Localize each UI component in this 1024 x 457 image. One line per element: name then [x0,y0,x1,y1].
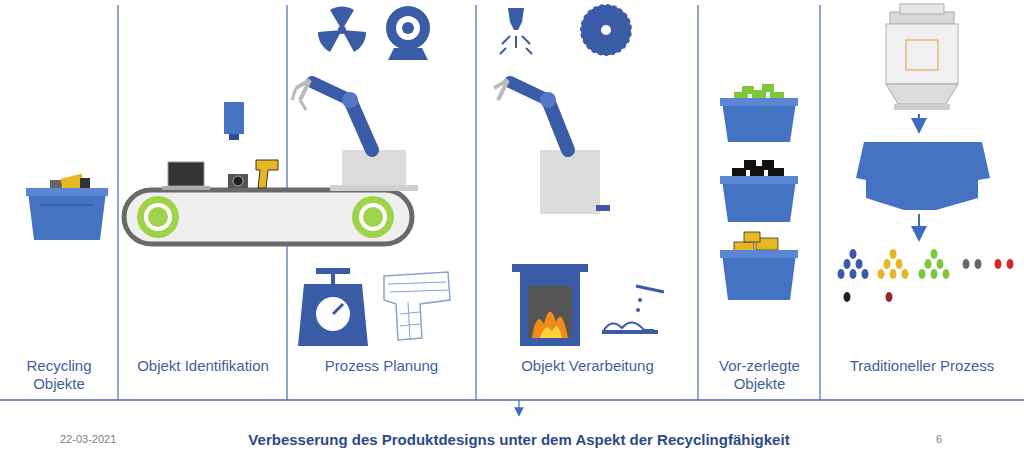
sorted-bins [720,84,798,300]
column-label: Traditioneller Prozess [824,357,1020,375]
granule [850,269,857,279]
sorted-granulate [838,249,1014,302]
granule [943,269,950,279]
scale-and-model [298,268,450,346]
granule [850,249,857,259]
granule [902,269,909,279]
granule [890,249,897,259]
sensor-icons [318,6,430,60]
granule [995,259,1002,269]
slide-caption: Verbesserung des Produktdesigns unter de… [248,431,789,448]
granule [886,292,893,302]
granule [931,249,938,259]
column-label: Recycling Objekte [4,357,114,393]
furnace-and-chemistry [512,264,664,346]
granule [884,259,891,269]
granule [844,292,851,302]
granule [844,259,851,269]
granule [931,269,938,279]
robot-arm [494,80,610,214]
column-label: Objekt Verarbeitung [480,357,695,375]
recycling-bin [26,173,108,240]
granule [896,259,903,269]
granule [919,269,926,279]
granule [890,269,897,279]
column-label: Objekt Identifikation [122,357,284,375]
granule [925,259,932,269]
granule [975,259,982,269]
granule [963,259,970,269]
robot-arm [292,80,418,191]
page-number: 6 [936,433,942,445]
granule [856,259,863,269]
granule [878,269,885,279]
date-label: 22-03-2021 [60,433,116,445]
tool-icons [500,4,632,56]
granule [937,259,944,269]
column-dividers [0,5,1024,412]
granule [862,269,869,279]
conveyor-belt [124,102,412,244]
column-label: Prozess Planung [290,357,473,375]
granule [838,269,845,279]
column-label: Vor-zerlegte Objekte [702,357,817,393]
mill-and-crusher [856,4,990,234]
granule [1007,259,1014,269]
